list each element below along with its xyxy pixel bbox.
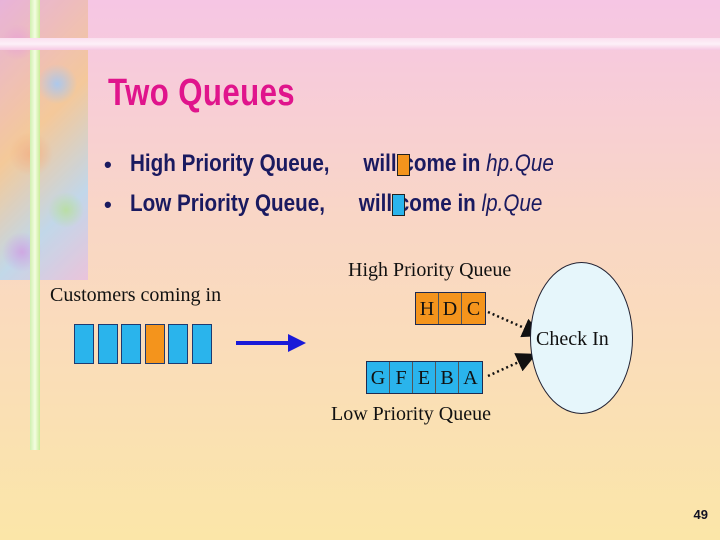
low-queue-arrow: [488, 356, 532, 376]
check-in-label: Check In: [536, 328, 609, 351]
queue-letter: F: [390, 362, 413, 393]
high-queue-label: High Priority Queue: [348, 259, 511, 282]
queue-letter: D: [439, 293, 462, 324]
queue-letter: A: [459, 362, 482, 393]
low-queue-label: Low Priority Queue: [331, 403, 491, 426]
queue-letter: B: [436, 362, 459, 393]
incoming-arrow: [236, 334, 306, 352]
queue-letter: H: [416, 293, 439, 324]
slide-number: 49: [694, 507, 708, 522]
queue-letter: E: [413, 362, 436, 393]
queue-letter: C: [462, 293, 485, 324]
queue-letter: G: [367, 362, 390, 393]
